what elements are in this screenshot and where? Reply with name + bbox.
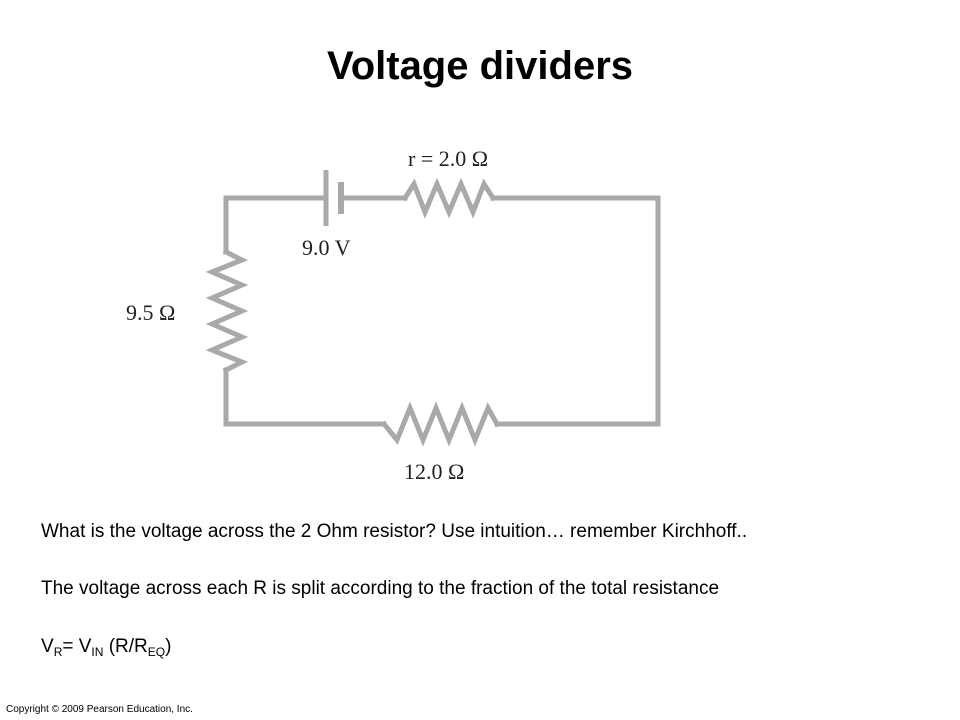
internal-resistor-label: r = 2.0 Ω — [408, 146, 488, 171]
copyright-notice: Copyright © 2009 Pearson Education, Inc. — [6, 704, 193, 715]
formula-paren-close: ) — [165, 636, 172, 657]
bottom-resistor-zigzag — [380, 401, 501, 447]
top-wire-right — [490, 195, 661, 427]
slide-title: Voltage dividers — [326, 44, 633, 88]
left-resistor-label: 9.5 Ω — [126, 300, 175, 325]
formula-in-subscript: IN — [91, 645, 104, 659]
battery-label: 9.0 V — [302, 235, 351, 260]
voltage-divider-formula: VR= VIN (R/REQ) — [41, 636, 171, 659]
left-resistor-zigzag — [205, 248, 249, 374]
formula-equals-v: = V — [62, 636, 92, 657]
formula-v: V — [41, 636, 54, 657]
formula-eq-subscript: EQ — [147, 645, 166, 659]
bottom-wire-left — [223, 367, 387, 427]
formula-r-subscript: R — [53, 645, 63, 659]
formula-paren-open: (R/R — [103, 636, 148, 657]
bottom-resistor-label: 12.0 Ω — [404, 459, 464, 484]
question-text: What is the voltage across the 2 Ohm res… — [41, 521, 748, 542]
internal-resistor-zigzag — [401, 177, 497, 219]
explanation-text: The voltage across each R is split accor… — [41, 578, 720, 599]
